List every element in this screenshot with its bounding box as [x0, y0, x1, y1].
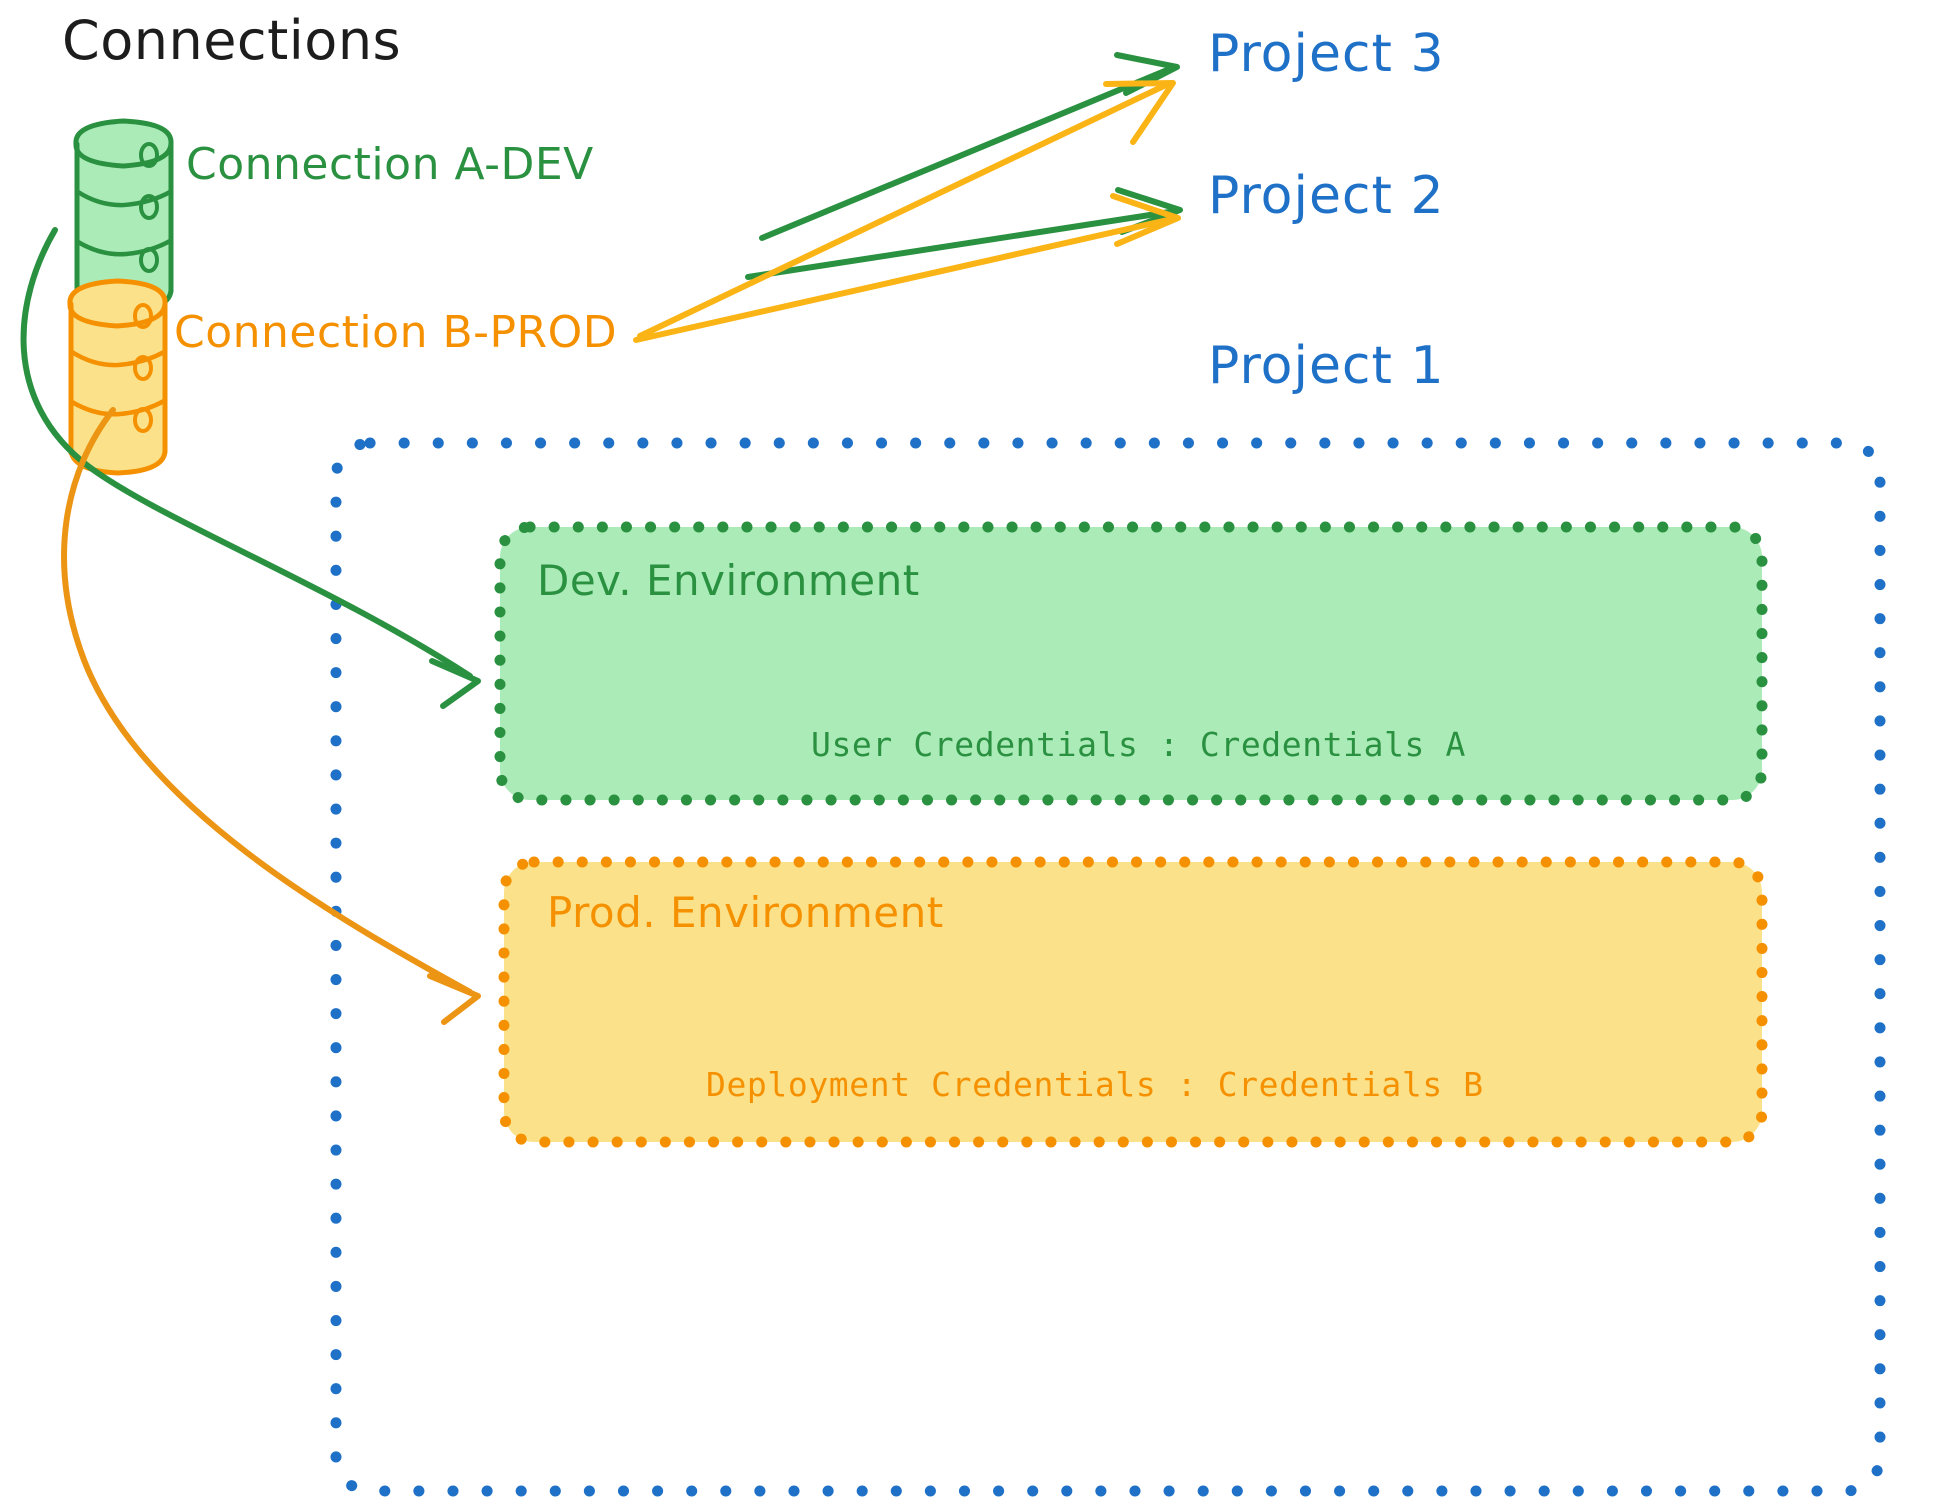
dev-environment-box	[494, 521, 1768, 806]
dev-environment-credentials: User Credentials : Credentials A	[811, 725, 1466, 764]
prod-environment-title: Prod. Environment	[547, 888, 944, 937]
database-cylinder-icon-green	[73, 118, 174, 315]
arrow-conn-b-to-project-2	[633, 193, 1181, 343]
prod-environment-credentials: Deployment Credentials : Credentials B	[706, 1065, 1484, 1104]
project-1-label: Project 1	[1208, 336, 1445, 396]
page-title: Connections	[62, 9, 402, 72]
database-cylinder-icon-orange	[67, 278, 168, 476]
project-2-label: Project 2	[1208, 166, 1445, 226]
arrow-conn-b-to-project-3	[637, 80, 1176, 339]
project-3-label: Project 3	[1208, 24, 1445, 84]
prod-environment-box	[498, 856, 1768, 1148]
arrow-conn-a-to-dev-environment	[20, 227, 481, 709]
dev-environment-title: Dev. Environment	[537, 556, 920, 605]
connection-a-dev-label: Connection A-DEV	[186, 139, 594, 190]
connection-b-prod-label: Connection B-PROD	[174, 307, 618, 358]
arrow-conn-b-to-prod-environment	[61, 407, 481, 1025]
